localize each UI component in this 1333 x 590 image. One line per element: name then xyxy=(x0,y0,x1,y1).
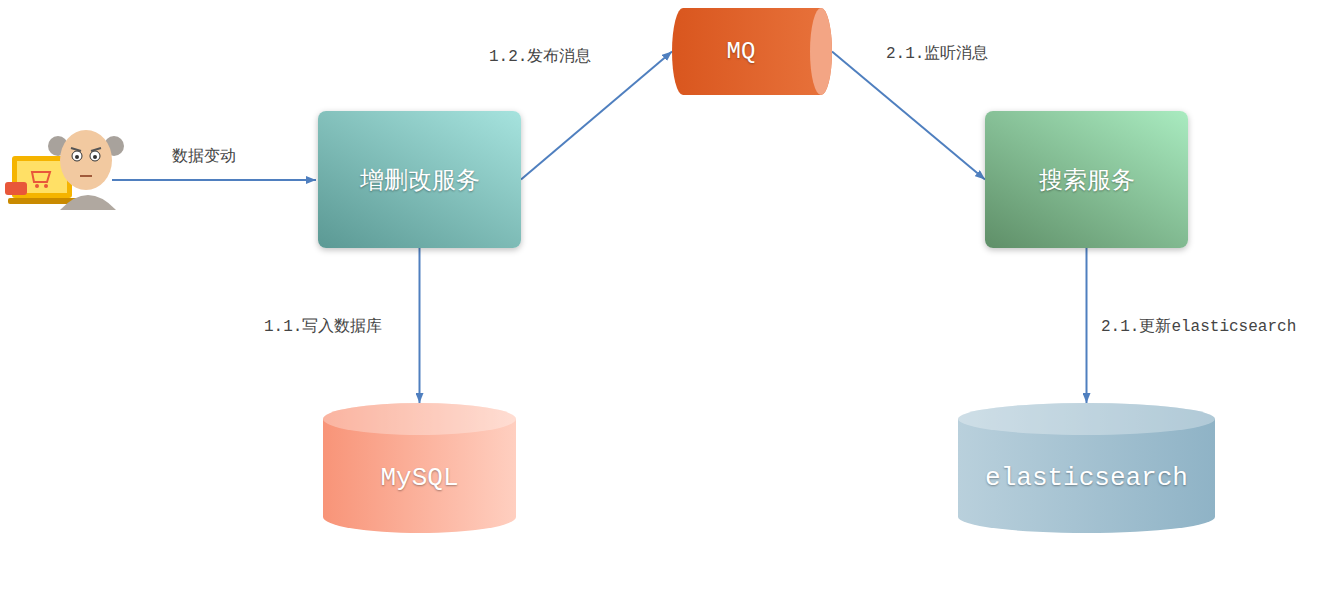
node-label: MySQL xyxy=(380,463,458,493)
edge-label: 1.1.写入数据库 xyxy=(262,317,384,337)
cylinder-body xyxy=(672,8,832,95)
service-box: 增删改服务 xyxy=(318,111,521,248)
node-label: 增删改服务 xyxy=(360,164,480,196)
node-label: 搜索服务 xyxy=(1039,164,1135,196)
edge-label: 1.2.发布消息 xyxy=(487,47,593,67)
user-pupil xyxy=(93,155,97,159)
buy-tag xyxy=(5,182,27,195)
user-eye xyxy=(90,151,100,161)
user-mouth xyxy=(80,175,92,177)
flow-arrow xyxy=(521,52,672,180)
node-label: elasticsearch xyxy=(985,463,1188,493)
index-cylinder: elasticsearch xyxy=(958,403,1215,533)
flow-arrow xyxy=(832,52,985,180)
cylinder-body xyxy=(323,403,516,533)
user-body xyxy=(60,195,116,210)
user-illustration xyxy=(5,130,124,210)
flow-label: 数据变动 xyxy=(170,146,238,166)
cart-icon xyxy=(32,172,50,182)
service-box: 搜索服务 xyxy=(985,111,1188,248)
cylinder-top xyxy=(323,403,516,435)
cart-wheel xyxy=(44,184,48,188)
edge-label: 2.1.更新elasticsearch xyxy=(1099,317,1298,337)
flow-arrow xyxy=(1086,248,1088,403)
user-pupil xyxy=(75,155,79,159)
user-brow xyxy=(71,148,101,151)
edge-label: 2.1.监听消息 xyxy=(884,44,990,64)
cylinder-body xyxy=(958,403,1215,533)
flow-arrow xyxy=(419,248,421,403)
input-arrow xyxy=(112,179,316,181)
database-cylinder: MySQL xyxy=(323,403,516,533)
queue-cylinder: MQ xyxy=(672,8,832,95)
cart-wheel xyxy=(35,184,39,188)
user-eye xyxy=(72,151,82,161)
user-face xyxy=(60,130,112,190)
cylinder-end xyxy=(810,8,832,95)
cylinder-top xyxy=(958,403,1215,435)
node-label: MQ xyxy=(727,38,756,65)
